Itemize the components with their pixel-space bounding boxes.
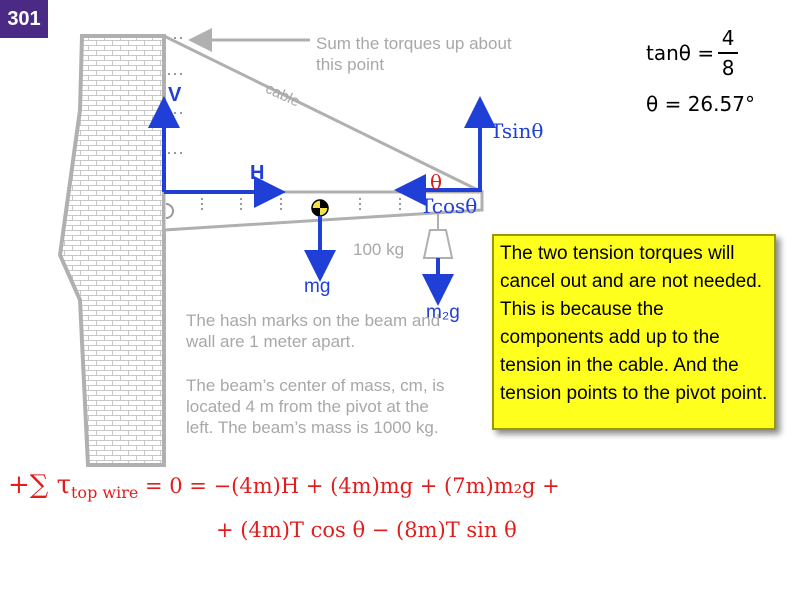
sum-torques-callout: Sum the torques up about this point [316,34,512,74]
tan-numerator: 4 [721,26,735,50]
V-label: V [168,84,182,106]
hash-marks-note: The hash marks on the beam and wall are … [186,311,441,351]
brick-wall [57,34,166,467]
mg-label: mg [304,276,331,297]
center-of-mass-icon [311,199,329,217]
mass-100kg-label: 100 kg [353,240,405,259]
cable-line [163,34,483,194]
tsin-label: Tsinθ [490,119,544,143]
tan-equation: tanθ = 4 8 [646,26,739,80]
center-mass-note: The beam’s center of mass, cm, is locate… [186,376,445,437]
H-label: H [250,162,265,184]
torque-line1-rest: = 0 = −(4m)H + (4m)mg + (7m)m₂g + [138,474,560,498]
theta-value: θ = 26.57° [646,92,755,116]
torque-subscript: top wire [71,483,139,503]
theta-label: θ [430,170,443,194]
tension-note-box: The two tension torques will cancel out … [492,234,776,430]
slide-number-badge: 301 [0,0,48,38]
hanging-mass [422,229,454,259]
torque-equation-line-2: + (4m)T cos θ − (8m)T sin θ [216,518,517,542]
tcos-label: Tcosθ [420,194,478,218]
pivot-hinge [165,203,174,219]
tan-denominator: 8 [721,56,735,80]
torque-equation-line-1: +∑ τtop wire = 0 = −(4m)H + (4m)mg + (7m… [8,470,560,502]
torque-prefix: +∑ τ [8,470,71,500]
m2g-label: m₂g [426,302,460,323]
tan-fraction: 4 8 [718,26,739,80]
tan-lhs: tanθ = [646,41,715,65]
